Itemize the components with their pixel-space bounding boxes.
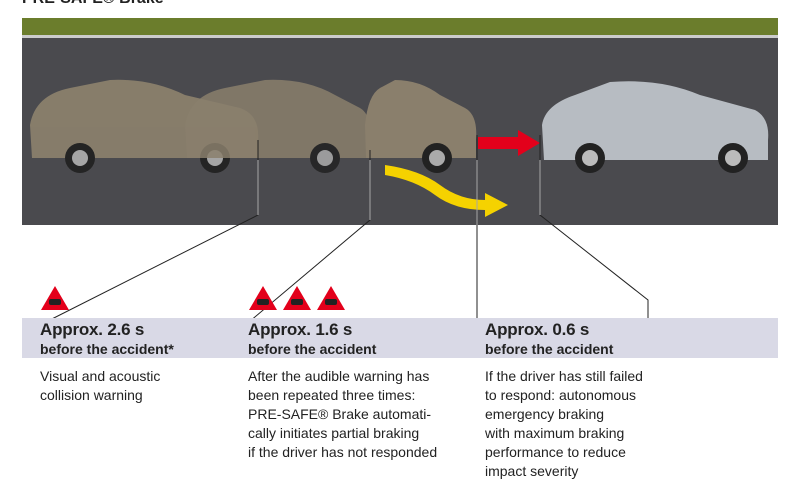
car-warning-triangle-icon <box>317 286 345 310</box>
stage-subtitle: before the accident* <box>40 341 174 357</box>
braking-car <box>30 79 477 173</box>
stage-time: Approx. 1.6 s <box>248 320 353 339</box>
stage-subtitle: before the accident <box>485 341 614 357</box>
stage-time: Approx. 2.6 s <box>40 320 145 339</box>
car-ahead <box>542 81 769 173</box>
car-warning-triangle-icon <box>249 286 277 310</box>
car-position-2 <box>185 79 371 173</box>
warning-icons-stage-2 <box>248 285 346 311</box>
stage-time: Approx. 0.6 s <box>485 320 590 339</box>
car-warning-triangle-icon <box>283 286 311 310</box>
red-arrow-icon <box>478 130 540 156</box>
car-position-3 <box>365 80 477 173</box>
stage-1: Approx. 2.6 s before the accident* Visua… <box>40 320 174 405</box>
stage-subtitle: before the accident <box>248 341 377 357</box>
stage-2: Approx. 1.6 s before the accident After … <box>248 320 437 462</box>
page-title: PRE-SAFE® Brake <box>22 0 164 8</box>
warning-icons-stage-1 <box>40 285 70 311</box>
grass-strip <box>22 18 778 35</box>
car-warning-triangle-icon <box>41 286 69 310</box>
stage-3: Approx. 0.6 s before the accident If the… <box>485 320 643 481</box>
timeline-band <box>22 318 778 358</box>
